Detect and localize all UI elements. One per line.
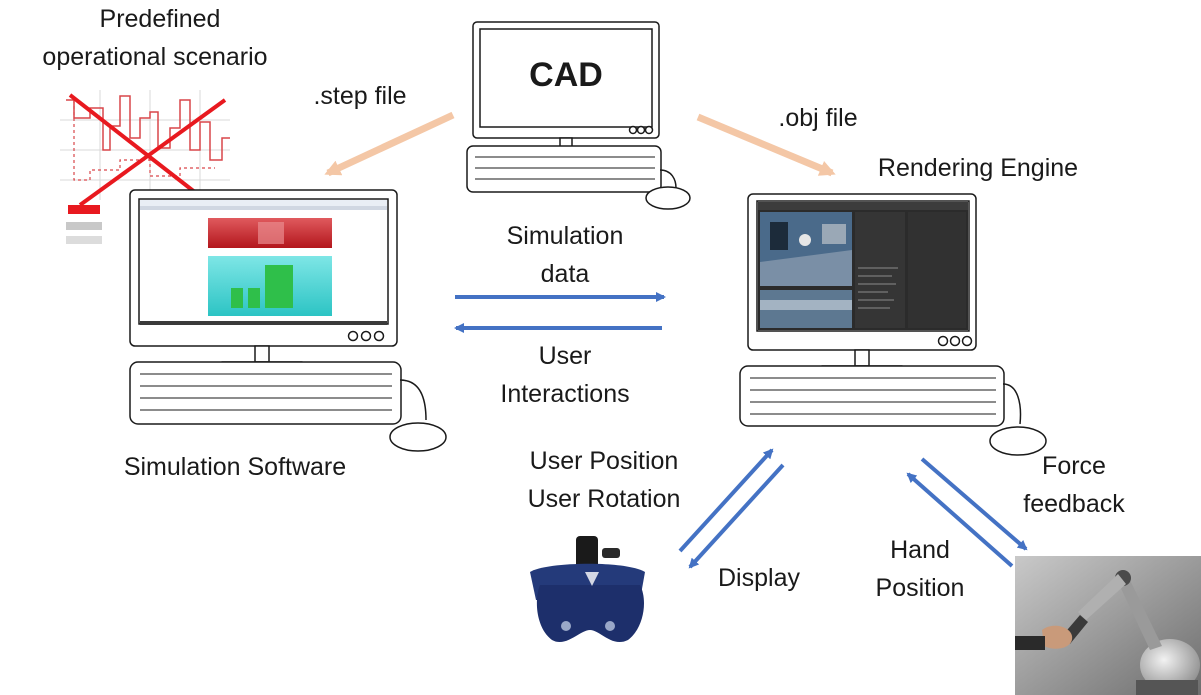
force-feedback-label-line2: feedback xyxy=(1023,490,1125,518)
haptic-device-image xyxy=(1015,556,1201,695)
user-interactions-label-line1: User xyxy=(538,342,592,370)
obj-file-label: .obj file xyxy=(778,104,858,132)
user-rotation-label: User Rotation xyxy=(527,485,681,513)
rendering-engine-label: Rendering Engine xyxy=(877,154,1079,182)
force-feedback-label-line1: Force xyxy=(1042,452,1106,480)
hand-position-label-line1: Hand xyxy=(890,536,950,564)
display-arrow xyxy=(688,463,785,569)
cad-label: CAD xyxy=(529,56,603,94)
step-file-arrow xyxy=(324,111,455,177)
simulation-software-label: Simulation Software xyxy=(123,453,347,481)
predefined-scenario-label-line2: operational scenario xyxy=(42,43,268,71)
user-interactions-label-line2: Interactions xyxy=(500,380,630,408)
display-label: Display xyxy=(718,564,800,592)
simulation-data-label-line2: data xyxy=(540,260,590,288)
cad-computer xyxy=(466,21,691,210)
vr-headset-image xyxy=(530,536,645,643)
user-position-arrow xyxy=(678,448,774,553)
hand-position-label-line2: Position xyxy=(875,574,965,602)
step-file-label: .step file xyxy=(313,82,407,110)
force-feedback-arrow xyxy=(920,457,1028,551)
obj-file-arrow xyxy=(696,113,836,177)
rendering-computer xyxy=(739,193,1047,456)
simulation-computer xyxy=(129,189,447,452)
predefined-scenario-label-line1: Predefined xyxy=(99,5,221,33)
user-position-label: User Position xyxy=(529,447,679,475)
simulation-data-label-line1: Simulation xyxy=(506,222,624,250)
hand-position-arrow xyxy=(906,472,1014,568)
